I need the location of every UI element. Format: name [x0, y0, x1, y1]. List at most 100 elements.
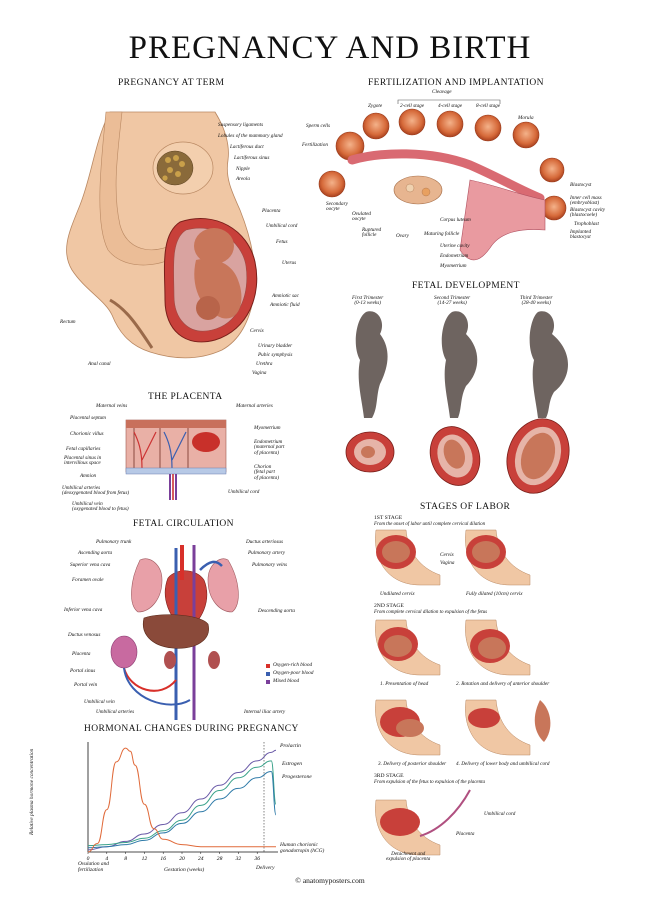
legend-swatch	[266, 664, 270, 668]
x-tick-label: 16	[160, 856, 166, 862]
series-label-prolactin: Prolactin	[280, 743, 301, 749]
label-zygote: Zygote	[368, 103, 383, 109]
section-title-fertilization: FERTILIZATION AND IMPLANTATION	[368, 78, 544, 88]
stage2-description: From complete cervical dilation to expul…	[374, 610, 488, 615]
label-cervix-labor: Cervix	[440, 552, 454, 558]
label-foramen-ovale: Foramen ovale	[72, 577, 104, 583]
annotation-delivery: Delivery	[256, 865, 275, 871]
label-amnion: Amnion	[80, 473, 97, 479]
label-4-cell: 4-cell stage	[438, 103, 463, 109]
legend-item: Oxygen-poor blood	[266, 670, 313, 678]
label-8-cell: 8-cell stage	[476, 103, 501, 109]
legend-label: Oxygen-poor blood	[273, 670, 314, 677]
label-maternal-veins: Maternal veins	[96, 403, 128, 409]
label-portal-sinus: Portal sinus	[70, 668, 96, 674]
stage3-heading: 3RD STAGE	[374, 773, 404, 779]
label-umbilical-cord: Umbilical cord	[266, 223, 298, 229]
label-undilated-cervix: Undilated cervix	[380, 591, 415, 597]
label-maternal-arteries: Maternal arteries	[236, 403, 273, 409]
label-placenta: Placenta	[262, 208, 281, 214]
label-umbilical-vein-placenta: Umbilical vein (oxygenated blood to fetu…	[72, 501, 129, 513]
label-umbilical-vein-circulation: Umbilical vein	[84, 699, 115, 705]
label-posterior-shoulder: 3. Delivery of posterior shoulder	[378, 761, 447, 767]
label-detachment: Detachment and expulsion of placenta	[386, 851, 431, 863]
legend-item: Mixed blood	[266, 678, 313, 686]
label-ascending-aorta: Ascending aorta	[78, 550, 113, 556]
series-label-progesterone: Progesterone	[282, 774, 312, 780]
x-tick-label: 4	[105, 856, 108, 862]
x-tick-label: 28	[217, 856, 223, 862]
label-lactiferous-sinus: Lactiferous sinus	[234, 155, 270, 161]
label-endometrium-placenta: Endometrium (maternal part of placenta)	[254, 439, 285, 456]
label-cervix: Cervix	[250, 328, 264, 334]
label-chorion: Chorion (fetal part of placenta)	[254, 464, 279, 481]
label-pubic-symphysis: Pubic symphysis	[258, 352, 293, 358]
label-vagina: Vagina	[252, 370, 267, 376]
label-amniotic-fluid: Amniotic fluid	[270, 302, 300, 308]
label-portal-vein: Portal vein	[74, 682, 98, 688]
label-ductus-venosus: Ductus venosus	[68, 632, 101, 638]
label-uterine-cavity: Uterine cavity	[440, 243, 470, 249]
section-title-pregnancy-at-term: PREGNANCY AT TERM	[118, 78, 225, 88]
x-tick-label: 8	[124, 856, 127, 862]
label-urinary-bladder: Urinary bladder	[258, 343, 293, 349]
label-inferior-vena-cava: Inferior vena cava	[64, 607, 103, 613]
series-line-0	[87, 749, 277, 851]
label-blastocyst-cavity: Blastocyst cavity (blastocoele)	[570, 207, 606, 219]
label-placental-sinus: Placental sinus in intervillous space	[64, 455, 102, 467]
label-placenta-labor: Placenta	[456, 831, 475, 837]
stage3-description: From expulsion of the fetus to expulsion…	[374, 780, 486, 785]
label-chorionic-villus: Chorionic villus	[70, 431, 104, 437]
legend-label: Oxygen-rich blood	[273, 662, 313, 669]
legend-swatch	[266, 672, 270, 676]
label-2-cell: 2-cell stage	[400, 103, 425, 109]
x-tick-label: 12	[142, 856, 148, 862]
page-title: PREGNANCY AND BIRTH	[128, 30, 532, 66]
section-title-stages-of-labor: STAGES OF LABOR	[420, 502, 511, 512]
label-first-trimester: First Trimester (0-13 weeks)	[352, 295, 384, 307]
label-areola: Areola	[236, 176, 250, 182]
stage2-heading: 2ND STAGE	[374, 603, 404, 609]
label-pulmonary-trunk: Pulmonary trunk	[96, 539, 132, 545]
series-line-3	[87, 747, 276, 853]
section-title-fetal-development: FETAL DEVELOPMENT	[412, 281, 520, 291]
label-rotation-delivery: 2. Rotation and delivery of anterior sho…	[456, 681, 550, 687]
label-endometrium: Endometrium	[440, 253, 469, 259]
copyright: © anatomyposters.com	[295, 876, 365, 885]
chart-x-label: Gestation (weeks)	[164, 867, 205, 873]
section-title-fetal-circulation: FETAL CIRCULATION	[133, 519, 234, 529]
label-descending-aorta: Descending aorta	[258, 608, 296, 614]
label-ovary: Ovary	[396, 233, 409, 239]
x-tick-label: 0	[87, 856, 90, 862]
label-myometrium-placenta: Myometrium	[254, 425, 281, 431]
annotation-ovulation: Ovulation and fertilization	[78, 861, 109, 873]
stage1-heading: 1ST STAGE	[374, 515, 403, 521]
label-suspensory-ligaments: Suspensory ligaments	[218, 122, 264, 128]
label-nipple: Nipple	[236, 166, 250, 172]
label-lobules: Lobules of the mammary gland	[218, 133, 283, 139]
label-secondary-oocyte: Secondary oocyte	[326, 201, 348, 213]
label-umbilical-arteries-placenta: Umbilical arteries (deoxygenated blood f…	[62, 485, 130, 497]
series-label-hcg: Human chorionic gonadotropin (hCG)	[280, 842, 325, 854]
label-third-trimester: Third Trimester (28-40 weeks)	[520, 295, 553, 307]
legend-item: Oxygen-rich blood	[266, 662, 313, 670]
series-label-estrogen: Estrogen	[282, 761, 302, 767]
label-lower-body-cord: 4. Delivery of lower body and umbilical …	[456, 761, 550, 767]
label-rectum: Rectum	[60, 319, 76, 325]
stage1-description: From the onset of labor until complete c…	[374, 522, 486, 527]
label-trophoblast: Trophoblast	[574, 221, 599, 227]
label-umbilical-cord-labor: Umbilical cord	[484, 811, 516, 817]
label-second-trimester: Second Trimester (14-27 weeks)	[434, 295, 471, 307]
series-line-1	[87, 760, 277, 847]
legend-label: Mixed blood	[273, 678, 300, 685]
label-maturing-follicle: Maturing follicle	[424, 231, 460, 237]
label-amniotic-sac: Amniotic sac	[272, 293, 299, 299]
label-placenta-circulation: Placenta	[72, 651, 91, 657]
label-inner-cell-mass: Inner cell mass (embryoblast)	[570, 195, 602, 207]
x-tick-label: 36	[253, 856, 260, 862]
